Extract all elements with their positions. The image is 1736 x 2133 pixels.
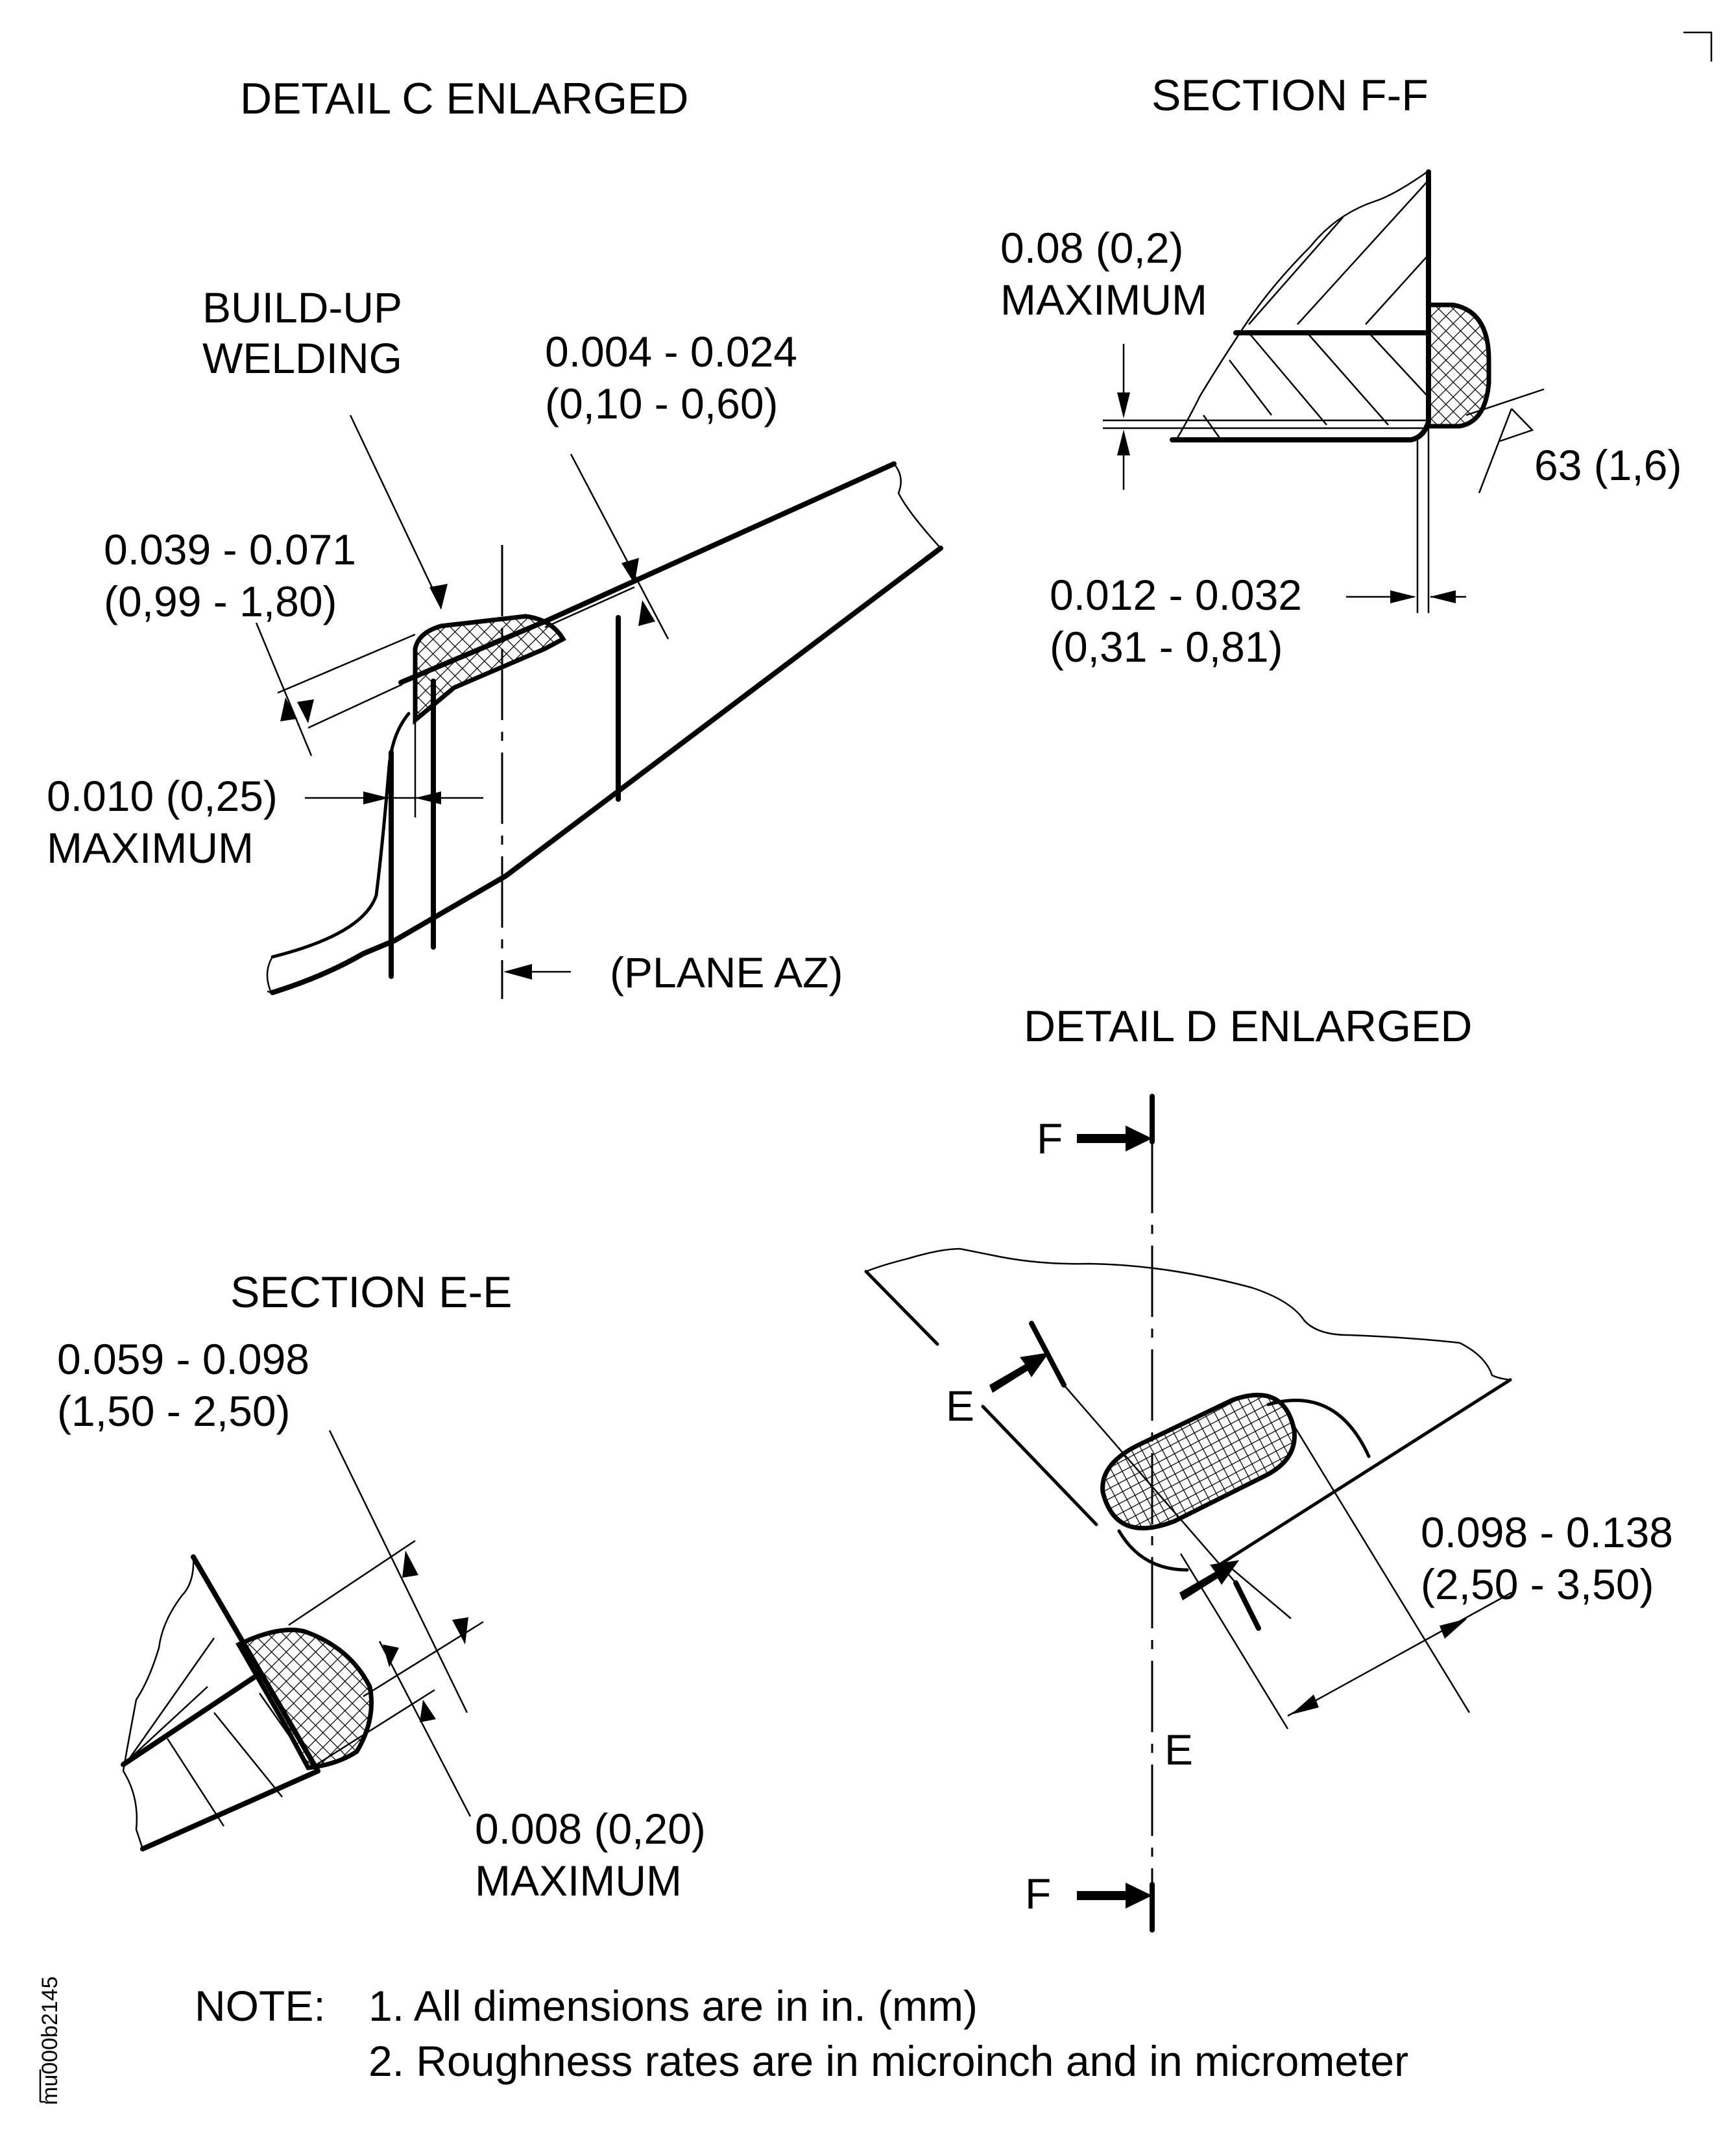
note-item-1: 1. All dimensions are in in. (mm) xyxy=(368,1982,978,2030)
detail-c-arrowhead xyxy=(415,791,441,804)
section-ee-arrowhead xyxy=(452,1617,468,1645)
detail-c-break-line-right xyxy=(893,463,941,549)
section-ff-hatch-lines xyxy=(1202,181,1428,439)
section-ee-arrowhead xyxy=(402,1550,418,1578)
section-ff-arrowhead xyxy=(1117,392,1130,418)
detail-c-offset-dim-line1: 0.010 (0,25) xyxy=(47,772,278,820)
detail-d-e-arrow-top xyxy=(989,1353,1049,1393)
detail-c-thickness-dim-line1: 0.039 - 0.071 xyxy=(104,525,356,573)
section-ff-roughness-value: 63 (1,6) xyxy=(1534,441,1682,489)
section-ff-view: SECTION F-F 0.08 (0,2) MAXIMUM 0.012 - 0… xyxy=(1000,71,1682,671)
section-ff-arrowhead xyxy=(1390,590,1416,603)
notes-heading: NOTE: xyxy=(195,1982,326,2030)
section-ee-gap-dim-line1: 0.008 (0,20) xyxy=(475,1805,706,1853)
section-ff-title: SECTION F-F xyxy=(1151,71,1429,120)
detail-c-left-fillet xyxy=(271,712,411,959)
section-ee-arrowhead xyxy=(383,1645,399,1667)
section-ff-overhang-ext xyxy=(1416,428,1430,613)
section-ee-leader-gap xyxy=(378,1641,472,1817)
detail-c-top-dim-line1: 0.004 - 0.024 xyxy=(545,328,797,376)
detail-d-break-line xyxy=(865,1247,1511,1381)
detail-d-f-arrow-bottom xyxy=(1077,1883,1152,1909)
detail-d-f-label-bottom: F xyxy=(1025,1870,1051,1918)
detail-c-buildup-weld xyxy=(413,614,566,725)
detail-d-e-label-top: E xyxy=(946,1382,974,1430)
detail-c-arrowhead xyxy=(621,558,639,584)
detail-c-offset-dim-line2: MAXIMUM xyxy=(47,824,254,872)
detail-d-arrowhead xyxy=(1440,1619,1467,1639)
section-ee-bottom-edge xyxy=(140,1768,320,1851)
detail-d-length-dim-line2: (2,50 - 3,50) xyxy=(1421,1560,1654,1608)
detail-c-arrowhead xyxy=(638,600,655,626)
detail-d-view: DETAIL D ENLARGED F F E E 0.098 - 0.138 … xyxy=(864,1002,1673,1933)
detail-c-view: DETAIL C ENLARGED BUILD-UP WELDING 0.004 xyxy=(47,74,943,999)
detail-c-leader-weld xyxy=(349,415,442,607)
detail-d-weld-flank xyxy=(1117,1399,1371,1572)
detail-d-section-e-bottom-marker xyxy=(1233,1580,1261,1631)
section-ff-break-line xyxy=(1174,171,1428,442)
section-ee-top-joint xyxy=(121,1671,262,1767)
section-ff-arrowhead xyxy=(1117,429,1130,455)
detail-d-section-e-line xyxy=(1063,1384,1236,1584)
section-ff-overhang-dim-line1: 0.012 - 0.032 xyxy=(1050,571,1302,619)
detail-d-f-arrow-top xyxy=(1077,1126,1152,1151)
detail-c-arrowhead xyxy=(297,699,314,723)
detail-c-top-dim-line2: (0,10 - 0,60) xyxy=(545,380,778,428)
section-ee-view: SECTION E-E 0.059 - 0.098 (1,50 - 2,50) … xyxy=(57,1268,706,1905)
detail-c-plane-label: (PLANE AZ) xyxy=(610,948,843,996)
detail-c-break-line-left xyxy=(266,956,274,994)
detail-c-thickness-dim-line2: (0,99 - 1,80) xyxy=(104,577,337,625)
detail-c-leader-top-dim xyxy=(570,453,669,640)
section-ee-width-dim-line1: 0.059 - 0.098 xyxy=(57,1335,309,1383)
figure-id-bracket xyxy=(39,2069,45,2103)
detail-d-e-label-bottom: E xyxy=(1164,1726,1193,1774)
detail-d-length-dim-line xyxy=(1287,1591,1512,1717)
section-ff-arrowhead xyxy=(1430,590,1456,603)
section-ee-hatch-lines xyxy=(123,1637,298,1827)
detail-d-e-arrow-bottom xyxy=(1179,1560,1239,1600)
section-ee-leader-width xyxy=(328,1430,468,1713)
detail-c-extension-lines xyxy=(277,586,635,729)
section-ee-gap-dim-line2: MAXIMUM xyxy=(475,1857,682,1905)
section-ff-step-lines xyxy=(1103,419,1429,429)
detail-c-leader-thickness xyxy=(255,622,313,756)
section-ee-weld xyxy=(235,1628,374,1770)
section-ff-step-dim-line1: 0.08 (0,2) xyxy=(1000,224,1184,272)
detail-d-arrowhead xyxy=(1291,1694,1319,1715)
detail-c-weld-callout-line2: WELDING xyxy=(202,334,402,382)
detail-c-arrowhead xyxy=(429,584,448,610)
detail-c-weld-callout-line1: BUILD-UP xyxy=(202,283,402,331)
detail-d-f-label-top: F xyxy=(1037,1115,1063,1163)
section-ee-title: SECTION E-E xyxy=(230,1268,512,1317)
detail-d-right-edge xyxy=(1218,1378,1512,1567)
section-ee-break-line xyxy=(122,1556,195,1850)
section-ff-overhang-dim-line2: (0,31 - 0,81) xyxy=(1050,623,1283,671)
detail-c-arrowhead xyxy=(280,697,297,721)
section-ff-weld xyxy=(1426,302,1491,429)
section-ff-roughness-symbol xyxy=(1465,388,1545,494)
detail-c-part-bottom-edge xyxy=(270,546,943,995)
detail-d-left-edge xyxy=(864,1270,1098,1526)
detail-c-plane-arrowhead xyxy=(503,964,532,980)
section-ee-arrowhead xyxy=(420,1700,436,1722)
corner-crop-mark xyxy=(1683,31,1713,62)
detail-c-arrowhead xyxy=(363,791,389,804)
figure-id: mu000b2145 xyxy=(38,1976,62,2105)
detail-d-length-dim-line1: 0.098 - 0.138 xyxy=(1421,1508,1673,1556)
detail-d-title: DETAIL D ENLARGED xyxy=(1024,1002,1473,1051)
section-ff-step-dim-line2: MAXIMUM xyxy=(1000,276,1207,324)
section-ee-width-dim-line2: (1,50 - 2,50) xyxy=(57,1387,291,1435)
detail-c-title: DETAIL C ENLARGED xyxy=(240,74,689,123)
notes-block: NOTE: 1. All dimensions are in in. (mm) … xyxy=(195,1982,1408,2085)
note-item-2: 2. Roughness rates are in microinch and … xyxy=(368,2037,1408,2085)
